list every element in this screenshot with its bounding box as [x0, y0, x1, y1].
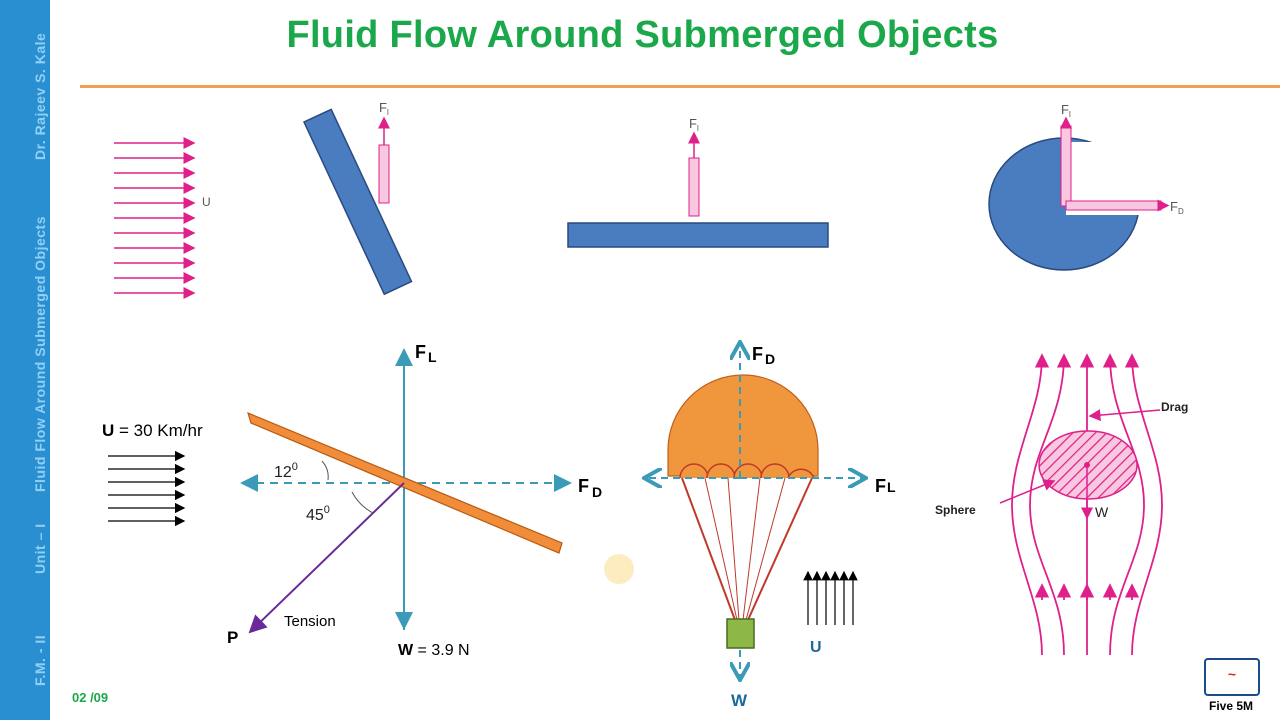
drag-bar — [1065, 200, 1162, 211]
lift-bar-1 — [378, 144, 390, 204]
parachute-weight-label: W — [731, 691, 748, 710]
logo-badge: ~ — [1204, 658, 1260, 696]
kite-weight-label: W = 3.9 N — [398, 642, 470, 659]
sphere-drag-label: Drag — [1161, 400, 1188, 414]
slide-title: Fluid Flow Around Submerged Objects — [286, 14, 999, 56]
drag-pointer — [1088, 409, 1161, 422]
logo-icon: ~ — [1227, 666, 1237, 682]
sphere-label: Sphere — [935, 503, 976, 517]
title-rule — [80, 85, 1280, 88]
kite-plate — [247, 411, 563, 554]
parachute-payload — [726, 618, 755, 649]
angle-12-label: 120 — [274, 461, 298, 481]
tension-point-label: P — [227, 628, 238, 647]
lift-bar-3 — [1060, 125, 1072, 207]
kite-flow-arrows — [108, 450, 186, 527]
kite-tension-string — [248, 482, 405, 634]
sidebar — [0, 0, 50, 720]
cursor-highlight — [604, 554, 634, 584]
tension-label: Tension — [284, 613, 336, 630]
angle-arc-45 — [351, 491, 374, 514]
logo-text: Five 5M — [1208, 699, 1253, 713]
sphere-weight-label: W — [1095, 504, 1109, 520]
kite-velocity-label: U = 30 Km/hr — [102, 421, 203, 440]
lift-bar-2 — [688, 157, 700, 217]
parachute-lift-label: FL — [875, 476, 896, 496]
parachute-flow-label: U — [810, 639, 822, 656]
flow-u-label: U — [202, 195, 211, 209]
lift-label-3: Fl — [1061, 102, 1071, 119]
lift-label-1: Fl — [379, 100, 389, 117]
lift-label-2: Fl — [689, 116, 699, 133]
flat-plate — [567, 222, 829, 248]
sphere-pointer — [999, 479, 1056, 504]
page-number: 02 /09 — [72, 690, 109, 705]
inclined-plate — [303, 108, 413, 296]
angle-arc-12 — [321, 460, 329, 481]
parachute-canopy — [667, 374, 819, 477]
drag-label: FD — [1170, 199, 1184, 216]
uniform-flow-arrows — [114, 137, 196, 299]
streamline-bottom-arrows — [1034, 583, 1140, 600]
parachute-lines — [681, 477, 813, 621]
angle-45-label: 450 — [306, 504, 330, 524]
parachute-flow-arrows — [803, 570, 858, 625]
